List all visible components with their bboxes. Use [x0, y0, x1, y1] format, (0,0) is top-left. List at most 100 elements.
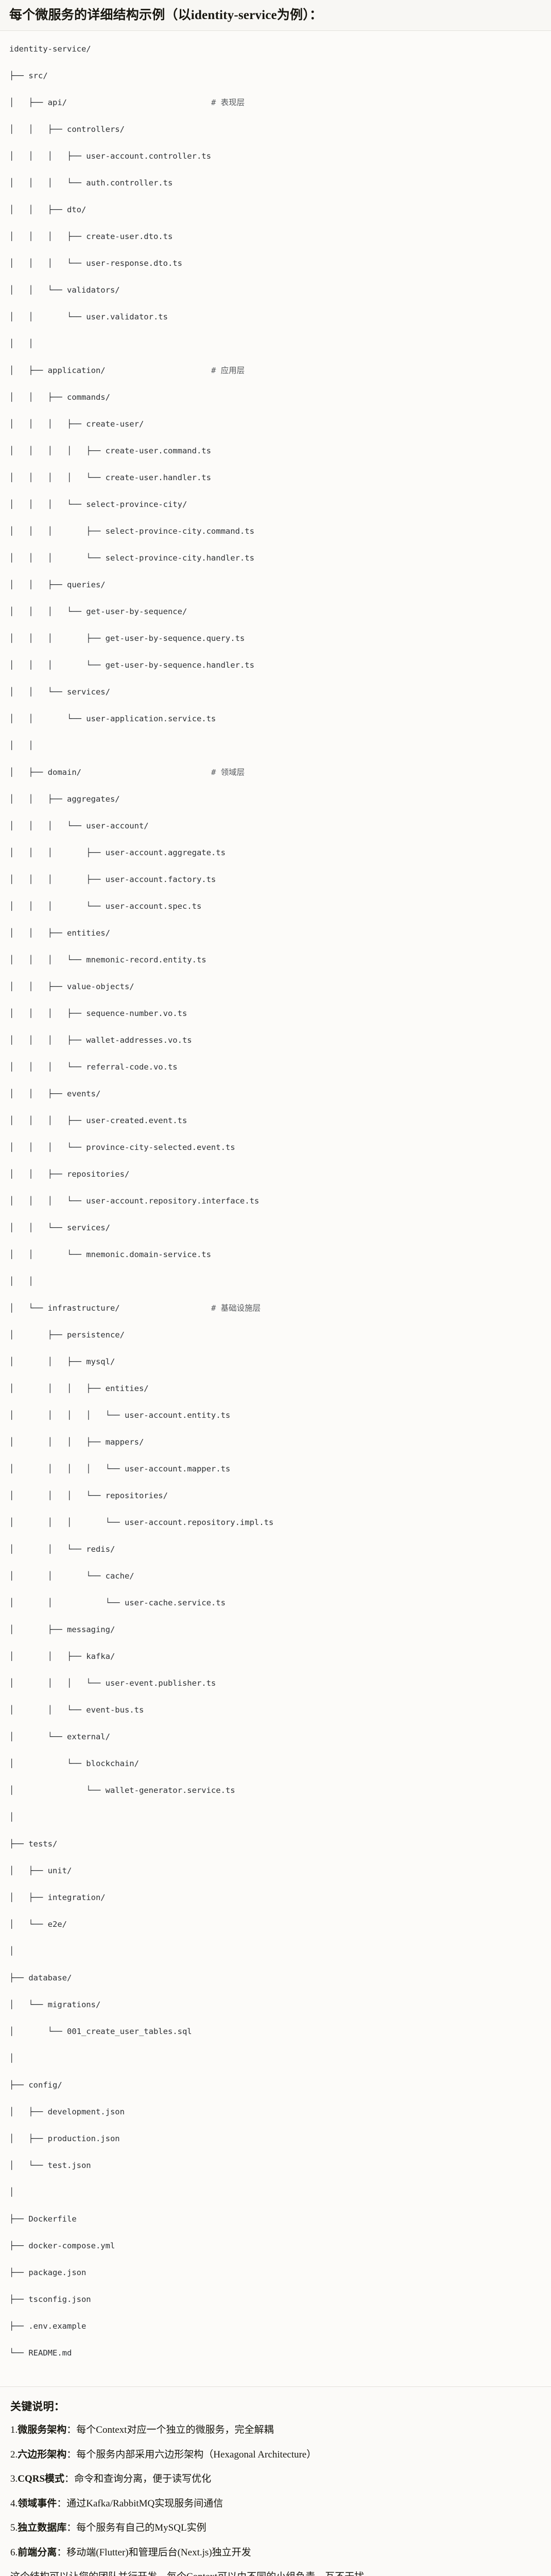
tree-node-label: │ │ ├── kafka/	[9, 1652, 115, 1662]
tree-node-label: │ │ └── redis/	[9, 1545, 115, 1554]
key-point-separator: ：	[57, 2547, 67, 2558]
tree-node-label: identity-service/	[9, 44, 91, 54]
tree-node-label: │ ├── application/	[9, 366, 211, 376]
tree-row: │ │ ├── dto/	[9, 203, 551, 216]
tree-node-label: │ │ └── user-cache.service.ts	[9, 1598, 226, 1608]
tree-row: │ │ │ └── repositories/	[9, 1489, 551, 1502]
tree-node-label: │ │ │ └── referral-code.vo.ts	[9, 1062, 178, 1072]
tree-node-label: │ │ └── user-application.service.ts	[9, 714, 216, 724]
tree-row: │ │ ├── queries/	[9, 578, 551, 591]
tree-row: │ ├── application/ # 应用层	[9, 364, 551, 377]
tree-row: │ │ │ └── user-response.dto.ts	[9, 257, 551, 270]
tree-node-label: │ │ ├── queries/	[9, 580, 106, 590]
tree-node-label: │ └── blockchain/	[9, 1759, 139, 1769]
tree-node-label: │ │ │ ├── user-account.aggregate.ts	[9, 848, 226, 858]
tree-row: │	[9, 2185, 551, 2199]
tree-row: │ │ ├── kafka/	[9, 1650, 551, 1663]
tree-node-label: │ │ ├── commands/	[9, 393, 110, 402]
tree-node-label: │ │ │ └── select-province-city/	[9, 500, 187, 510]
tree-node-label: │ │ │ └── user-event.publisher.ts	[9, 1679, 216, 1688]
key-point-item: 6.前端分离：移动端(Flutter)和管理后台(Next.js)独立开发	[10, 2546, 541, 2561]
key-point-separator: ：	[64, 2473, 75, 2485]
tree-row: │ │ │ │ ├── create-user.command.ts	[9, 444, 551, 457]
tree-row: │ │ │ └── user-account.spec.ts	[9, 900, 551, 913]
tree-row: │	[9, 2052, 551, 2065]
tree-node-label: │ │ ├── entities/	[9, 928, 110, 938]
key-point-number: 2.	[10, 2449, 18, 2460]
key-point-number: 3.	[10, 2473, 18, 2485]
tree-node-comment: # 应用层	[211, 366, 245, 376]
tree-node-label: │ ├── production.json	[9, 2134, 120, 2144]
tree-node-label: │ │	[9, 339, 33, 349]
tree-row: │ │	[9, 1275, 551, 1288]
tree-row: │ │ └── user.validator.ts	[9, 310, 551, 324]
tree-row: │ └── 001_create_user_tables.sql	[9, 2025, 551, 2038]
key-point-label: 微服务架构	[18, 2425, 67, 2436]
tree-node-label: │ │ ├── dto/	[9, 205, 87, 215]
tree-row: identity-service/	[9, 42, 551, 56]
key-point-text: 每个Context对应一个独立的微服务，完全解耦	[76, 2425, 274, 2436]
tree-node-comment: # 表现层	[211, 98, 245, 108]
tree-node-label: │ │ │ │ └── user-account.mapper.ts	[9, 1464, 231, 1474]
tree-row: │ │	[9, 739, 551, 752]
tree-node-label: │ │ │ ├── wallet-addresses.vo.ts	[9, 1036, 192, 1045]
key-point-text: 通过Kafka/RabbitMQ实现服务间通信	[66, 2498, 223, 2509]
tree-row: │ │ │ └── mnemonic-record.entity.ts	[9, 953, 551, 967]
tree-row: │ │ │ ├── sequence-number.vo.ts	[9, 1007, 551, 1020]
page-title: 每个微服务的详细结构示例（以identity-service为例）：	[9, 8, 323, 22]
tree-node-label: ├── tsconfig.json	[9, 2295, 91, 2304]
tree-row: │ │ │ ├── create-user.dto.ts	[9, 230, 551, 243]
tree-node-label: │ │ │ └── mnemonic-record.entity.ts	[9, 955, 206, 965]
tree-row: │ │ │ ├── mappers/	[9, 1435, 551, 1449]
tree-row: ├── tests/	[9, 1837, 551, 1851]
tree-row: │ │ │ ├── create-user/	[9, 417, 551, 431]
key-point-separator: ：	[66, 2449, 77, 2460]
tree-node-label: │ │ ├── controllers/	[9, 125, 125, 134]
tree-node-label: │ ├── api/	[9, 98, 211, 108]
tree-row: ├── src/	[9, 69, 551, 82]
tree-node-label: │ │ │ │ └── user-account.entity.ts	[9, 1411, 231, 1420]
key-point-separator: ：	[66, 2425, 77, 2436]
tree-node-label: │ │ │ └── auth.controller.ts	[9, 178, 173, 188]
tree-row: │ │ ├── value-objects/	[9, 980, 551, 993]
tree-node-label: │ │ │ │ ├── create-user.command.ts	[9, 446, 211, 456]
tree-node-label: │ └── test.json	[9, 2161, 91, 2171]
closing-paragraph: 这个结构可以让您的团队并行开发，每个Context可以由不同的小组负责，互不干扰…	[10, 2570, 541, 2576]
tree-row: │ │ ├── events/	[9, 1087, 551, 1100]
tree-node-label: │ │ │ └── province-city-selected.event.t…	[9, 1143, 235, 1153]
tree-row: │ ├── api/ # 表现层	[9, 96, 551, 109]
tree-row: │ │ └── event-bus.ts	[9, 1703, 551, 1717]
tree-node-label: │ │ └── mnemonic.domain-service.ts	[9, 1250, 211, 1260]
tree-node-label: ├── .env.example	[9, 2321, 87, 2331]
tree-row: │ ├── production.json	[9, 2132, 551, 2145]
tree-row: │ │ ├── entities/	[9, 926, 551, 940]
tree-node-label: │ └── 001_create_user_tables.sql	[9, 2027, 192, 2037]
tree-row: │ │ │ │ └── user-account.entity.ts	[9, 1409, 551, 1422]
tree-row: │ │ └── mnemonic.domain-service.ts	[9, 1248, 551, 1261]
tree-row: │ └── e2e/	[9, 1918, 551, 1931]
tree-row: │ │ │ │ └── user-account.mapper.ts	[9, 1462, 551, 1476]
tree-row: │ │ └── user-cache.service.ts	[9, 1596, 551, 1609]
tree-row: │ │ │ ├── select-province-city.command.t…	[9, 524, 551, 538]
key-point-label: CQRS模式	[18, 2473, 65, 2485]
tree-row: │ │ │ │ └── create-user.handler.ts	[9, 471, 551, 484]
tree-node-comment: # 领域层	[211, 768, 245, 777]
tree-row: │ ├── unit/	[9, 1864, 551, 1877]
tree-node-label: │	[9, 2054, 14, 2063]
tree-row: │ ├── persistence/	[9, 1328, 551, 1342]
tree-row: │ │ │ ├── user-created.event.ts	[9, 1114, 551, 1127]
key-point-label: 六边形架构	[18, 2449, 67, 2460]
tree-row: │ └── wallet-generator.service.ts	[9, 1784, 551, 1797]
key-point-text: 移动端(Flutter)和管理后台(Next.js)独立开发	[66, 2547, 251, 2558]
tree-node-label: │ │ │ ├── create-user.dto.ts	[9, 232, 173, 242]
tree-row: │ │ │ └── province-city-selected.event.t…	[9, 1141, 551, 1154]
tree-row: │ │ └── user-application.service.ts	[9, 712, 551, 725]
tree-node-label: │ │ │ ├── entities/	[9, 1384, 149, 1394]
tree-row: │ │ │ └── user-account.repository.interf…	[9, 1194, 551, 1208]
tree-row: │ │ └── validators/	[9, 283, 551, 297]
tree-row: │ └── test.json	[9, 2159, 551, 2172]
key-point-number: 6.	[10, 2547, 18, 2558]
tree-row: ├── .env.example	[9, 2319, 551, 2333]
tree-node-label: │ │ │ └── get-user-by-sequence/	[9, 607, 187, 617]
